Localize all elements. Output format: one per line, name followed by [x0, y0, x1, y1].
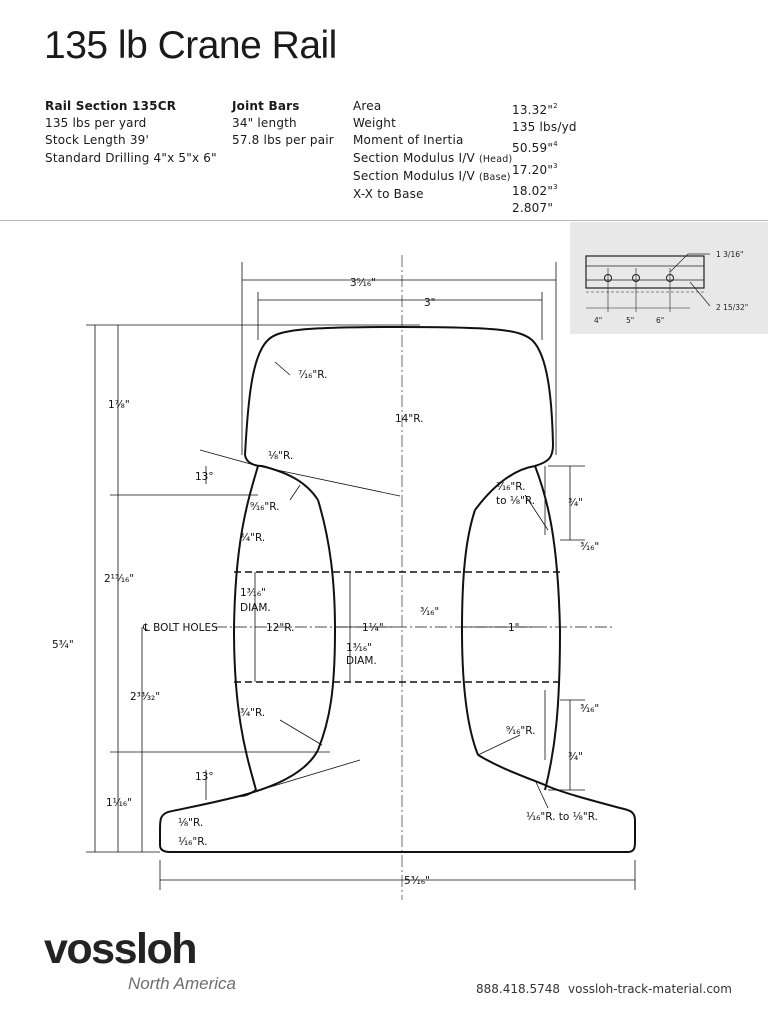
dim-right-top-r: ¹⁄₁₆"R.	[496, 481, 525, 493]
inset-label: 1 3/16"	[716, 250, 743, 259]
joint-bars-weight: 57.8 lbs per pair	[232, 133, 334, 148]
property-value: 17.20"3	[512, 161, 558, 177]
dim-base-corner-1: ¹⁄₈"R.	[178, 817, 203, 829]
property-value: 135 lbs/yd	[512, 120, 577, 135]
inset-label: 5"	[626, 316, 634, 325]
dim-angle-bottom: 13°	[195, 771, 214, 783]
joint-bars-length: 34" length	[232, 116, 297, 131]
dim-crown-radius: 14"R.	[395, 413, 423, 425]
dim-base-corner-2: ¹⁄₁₆"R.	[178, 836, 207, 848]
vossloh-logo: vossloh North America	[44, 925, 236, 994]
inset-label: 4"	[594, 316, 602, 325]
dim-r-9-16-top: ⁹⁄₁₆"R.	[250, 501, 279, 513]
dim-right-3-16-top: ³⁄₁₆"	[580, 541, 599, 553]
dim-right-top-r2: to ¹⁄₈"R.	[496, 495, 535, 507]
standard-drilling: Standard Drilling 4"x 5"x 6"	[45, 150, 217, 165]
property-values: 13.32"2 135 lbs/yd 50.59"4 17.20"3 18.02…	[512, 98, 577, 217]
footer-url[interactable]: vossloh-track-material.com	[568, 982, 732, 996]
footer-phone: 888.418.5748	[476, 982, 560, 996]
dim-r-3-4-top: ³⁄₄"R.	[240, 532, 265, 544]
joint-bar-inset: 1 3/16" 2 15/32" 4" 5" 6"	[570, 222, 768, 334]
property-value: 2.807"	[512, 201, 554, 216]
dim-right-1: 1"	[508, 622, 520, 634]
property-label: Section Modulus I/V (Head)	[353, 150, 513, 165]
dimension-lines	[86, 262, 636, 890]
label-diam-center: DIAM.	[346, 655, 377, 667]
property-labels: Area Weight Moment of Inertia Section Mo…	[353, 98, 512, 203]
property-label: Section Modulus I/V (Base)	[353, 168, 511, 183]
property-value: 18.02"3	[512, 182, 558, 198]
property-label: Moment of Inertia	[353, 133, 464, 148]
rail-outline	[159, 325, 636, 853]
dim-web-height: 2¹³⁄₁₆"	[104, 573, 134, 585]
dimension-labels: 3⁵⁄₁₆" 3" ⁷⁄₁₆"R. 14"R. ¹⁄₈"R. 13° ⁹⁄₁₆"…	[52, 277, 599, 887]
property-label: Weight	[353, 116, 397, 131]
dim-head-radius: ⁷⁄₁₆"R.	[298, 369, 327, 381]
dim-web-radius: 12"R.	[266, 622, 294, 634]
dim-corner-left: ¹⁄₈"R.	[268, 450, 293, 462]
joint-bar-diagram: 1 3/16" 2 15/32" 4" 5" 6"	[585, 250, 748, 325]
dim-head-height: 1⁷⁄₈"	[108, 399, 130, 411]
dim-r-9-16-bottom: ⁹⁄₁₆"R.	[506, 725, 535, 737]
dim-right-3-4-top: ³⁄₄"	[568, 497, 583, 509]
rail-weight: 135 lbs per yard	[45, 116, 147, 131]
dim-bolt-diam-left: 1³⁄₁₆"	[240, 587, 266, 599]
dim-bolt-height: 2³³⁄₃₂"	[130, 691, 160, 703]
joint-bars-heading: Joint Bars	[232, 99, 300, 113]
property-value: 50.59"4	[512, 140, 558, 156]
dim-angle-top: 13°	[195, 471, 214, 483]
inset-label: 6"	[656, 316, 664, 325]
dim-total-height: 5³⁄₄"	[52, 639, 74, 651]
dim-right-3-4-bot: ³⁄₄"	[568, 751, 583, 763]
dim-base-height: 1¹⁄₁₆"	[106, 797, 132, 809]
property-value: 13.32"2	[512, 102, 558, 117]
dim-head-inner: 3"	[424, 297, 436, 309]
property-label: Area	[353, 99, 382, 113]
joint-bars-block: Joint Bars 34" length 57.8 lbs per pair	[232, 98, 334, 150]
property-label: X-X to Base	[353, 187, 424, 202]
dim-right-bottom-r: ¹⁄₁₆"R. to ¹⁄₈"R.	[526, 811, 598, 823]
dim-right-3-16-mid: ³⁄₁₆"	[420, 606, 439, 618]
dim-right-3-16-bot: ³⁄₁₆"	[580, 703, 599, 715]
dim-base-width: 5³⁄₁₆"	[404, 875, 430, 887]
label-diam-left: DIAM.	[240, 602, 271, 614]
rail-section-heading: Rail Section 135CR	[45, 99, 177, 113]
header-divider	[0, 220, 768, 221]
rail-section-block: Rail Section 135CR 135 lbs per yard Stoc…	[45, 98, 217, 167]
dim-r-3-4-bottom: ³⁄₄"R.	[240, 707, 265, 719]
dim-web-thick: 1¹⁄₄"	[362, 622, 384, 634]
dim-bolt-diam-center: 1³⁄₁₆"	[346, 642, 372, 654]
dim-head-width: 3⁵⁄₁₆"	[350, 277, 376, 289]
rail-cross-section-drawing: 3⁵⁄₁₆" 3" ⁷⁄₁₆"R. 14"R. ¹⁄₈"R. 13° ⁹⁄₁₆"…	[52, 255, 636, 900]
label-bolt-holes: ℄ BOLT HOLES	[142, 622, 218, 634]
stock-length: Stock Length 39'	[45, 133, 149, 148]
logo-wordmark: vossloh	[44, 925, 198, 973]
logo-subtitle: North America	[128, 974, 237, 993]
inset-label: 2 15/32"	[716, 303, 748, 312]
page-title: 135 lb Crane Rail	[44, 24, 337, 67]
